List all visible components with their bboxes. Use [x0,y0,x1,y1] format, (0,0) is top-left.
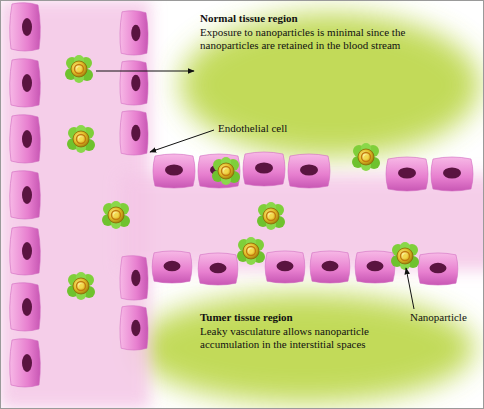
endothelial-cell [431,157,473,191]
nanoparticles [65,55,419,300]
endothelial-cell [265,251,305,283]
endothelial-cell [120,256,148,300]
endothelial-cell [120,61,148,105]
nanoparticle [65,55,93,83]
endothelial-cell [120,11,148,55]
endothelial-cell [120,306,148,350]
endothelial-cell [120,111,148,155]
endothelial-cell [310,251,350,283]
leader-arrow [150,130,214,152]
nanoparticle [257,202,285,230]
nanoparticle [237,237,265,265]
leader-arrow [406,268,414,309]
endothelial-cells [10,3,473,387]
endothelial-cell [288,154,330,188]
nanoparticle [212,157,240,185]
nanoparticle [102,201,130,229]
leader-arrow [96,71,194,72]
endothelial-cell [355,251,395,283]
endothelial-cell [418,253,458,285]
region-heading: Normal tissue region [200,12,298,25]
endothelial-cell [10,227,41,275]
endothelial-cell [198,253,238,285]
endothelial-cell [386,157,428,191]
cell-label: Endothelial cell [218,122,287,135]
endothelial-cell [10,3,41,51]
endothelial-cell [10,171,41,219]
endothelial-cell [10,283,41,331]
nanoparticle [67,125,95,153]
nanoparticle [391,242,419,270]
endothelial-cell [10,115,41,163]
particle-label: Nanoparticle [410,311,467,324]
nanoparticle [67,272,95,300]
endothelial-cell [153,154,195,188]
region-note: Exposure to nanoparticles is minimal sin… [200,26,408,52]
nanoparticle [352,143,380,171]
region-heading: Tumer tissue region [200,311,293,324]
leader-lines [96,71,414,309]
endothelial-cell [10,59,41,107]
region-note: Leaky vasculature allows nanoparticle ac… [200,325,406,351]
endothelial-cell [10,339,41,387]
endothelial-cell [152,251,192,283]
endothelial-cell [243,152,285,186]
endothelial-cell [198,154,240,188]
